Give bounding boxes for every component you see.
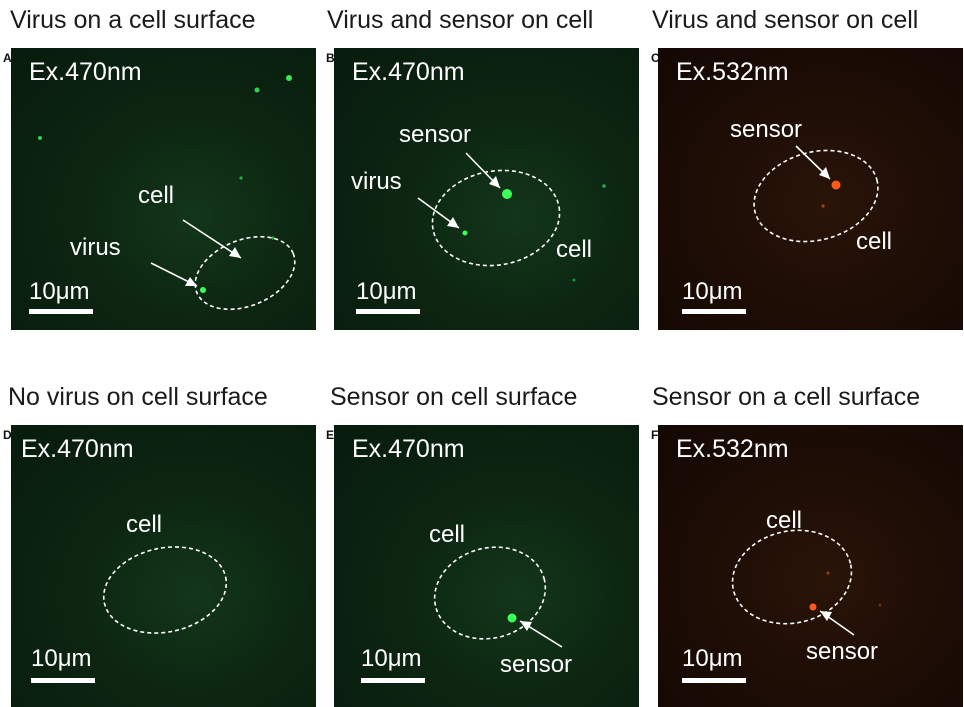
- virus-arrowhead: [447, 217, 459, 228]
- title-panel-e: Sensor on cell surface: [330, 383, 578, 411]
- virus-label: virus: [351, 168, 402, 195]
- background-speck: [572, 278, 576, 282]
- cell-label: cell: [138, 182, 175, 209]
- panel-a-overlay: [38, 75, 296, 311]
- scale-bar-label: 10μm: [682, 645, 743, 672]
- micrograph-panel-d: Ex.470nm cell 10μm: [11, 425, 316, 707]
- sensor-spot: [831, 180, 841, 190]
- panel-letter-e: E: [326, 428, 335, 442]
- excitation-label: Ex.470nm: [21, 435, 134, 463]
- scale-bar: [361, 678, 425, 683]
- panel-letter-b: B: [326, 51, 335, 65]
- panel-letter-f: F: [651, 428, 659, 442]
- scale-bar: [356, 309, 420, 314]
- sensor-label: sensor: [730, 116, 803, 143]
- sensor-spot: [507, 613, 517, 623]
- sensor-label: sensor: [399, 121, 472, 148]
- sensor-spot: [502, 189, 512, 199]
- sensor-arrowhead: [520, 621, 532, 631]
- excitation-label: Ex.470nm: [352, 435, 465, 463]
- panel-f-overlay: [731, 529, 882, 636]
- excitation-label: Ex.532nm: [676, 435, 789, 463]
- background-speck: [271, 236, 275, 240]
- virus-spot: [462, 230, 468, 236]
- sensor-arrowhead: [820, 611, 832, 621]
- scale-bar: [29, 309, 93, 314]
- title-panel-a: Virus on a cell surface: [10, 6, 256, 34]
- cell-outline: [194, 235, 296, 311]
- background-speck: [878, 603, 882, 607]
- background-speck: [602, 184, 606, 188]
- background-speck: [254, 87, 260, 93]
- background-speck: [286, 75, 292, 81]
- panel-c-overlay: [753, 145, 879, 243]
- background-speck: [239, 176, 243, 180]
- micrograph-panel-c: Ex.532nm sensor cell 10μm: [658, 48, 963, 330]
- cell-label: cell: [556, 236, 593, 263]
- scale-bar-label: 10μm: [682, 278, 743, 305]
- excitation-label: Ex.470nm: [29, 58, 142, 86]
- scale-bar-label: 10μm: [361, 645, 422, 672]
- sensor-label: sensor: [500, 651, 573, 678]
- cell-outline: [433, 546, 547, 640]
- virus-spot: [200, 287, 206, 293]
- background-speck: [826, 571, 830, 575]
- excitation-label: Ex.470nm: [352, 58, 465, 86]
- background-speck: [821, 204, 825, 208]
- scale-bar: [682, 309, 746, 314]
- virus-label: virus: [70, 234, 121, 261]
- cell-outline: [431, 169, 561, 267]
- panel-letter-a: A: [3, 51, 12, 65]
- sensor-spot: [809, 603, 817, 611]
- micrograph-panel-b: Ex.470nm sensor virus cell 10μm: [334, 48, 639, 330]
- virus-arrowhead: [185, 277, 197, 286]
- scale-bar-label: 10μm: [29, 278, 90, 305]
- cell-outline: [731, 529, 853, 625]
- background-speck: [38, 136, 42, 140]
- cell-label: cell: [856, 228, 893, 255]
- panel-e-overlay: [433, 546, 563, 648]
- sensor-label: sensor: [806, 638, 879, 665]
- scale-bar: [682, 678, 746, 683]
- panel-d-overlay: [102, 546, 228, 634]
- cell-arrowhead: [229, 247, 241, 258]
- scale-bar: [31, 678, 95, 683]
- sensor-arrowhead: [819, 167, 830, 179]
- micrograph-panel-a: Ex.470nm cell virus 10μm: [11, 48, 316, 330]
- sensor-arrowhead: [489, 176, 500, 188]
- cell-arrow: [182, 219, 242, 259]
- title-panel-b: Virus and sensor on cell: [327, 6, 594, 34]
- micrograph-panel-f: Ex.532nm cell sensor 10μm: [658, 425, 963, 707]
- scale-bar-label: 10μm: [31, 645, 92, 672]
- cell-label: cell: [126, 511, 163, 538]
- micrograph-panel-e: Ex.470nm cell sensor 10μm: [334, 425, 639, 707]
- title-panel-d: No virus on cell surface: [8, 383, 268, 411]
- excitation-label: Ex.532nm: [676, 58, 789, 86]
- panel-letter-c: C: [651, 51, 660, 65]
- panel-b-overlay: [417, 152, 606, 282]
- cell-outline: [102, 546, 228, 634]
- title-panel-c: Virus and sensor on cell: [652, 6, 919, 34]
- title-panel-f: Sensor on a cell surface: [652, 383, 921, 411]
- scale-bar-label: 10μm: [356, 278, 417, 305]
- panel-letter-d: D: [3, 428, 12, 442]
- cell-label: cell: [766, 507, 803, 534]
- cell-label: cell: [429, 521, 466, 548]
